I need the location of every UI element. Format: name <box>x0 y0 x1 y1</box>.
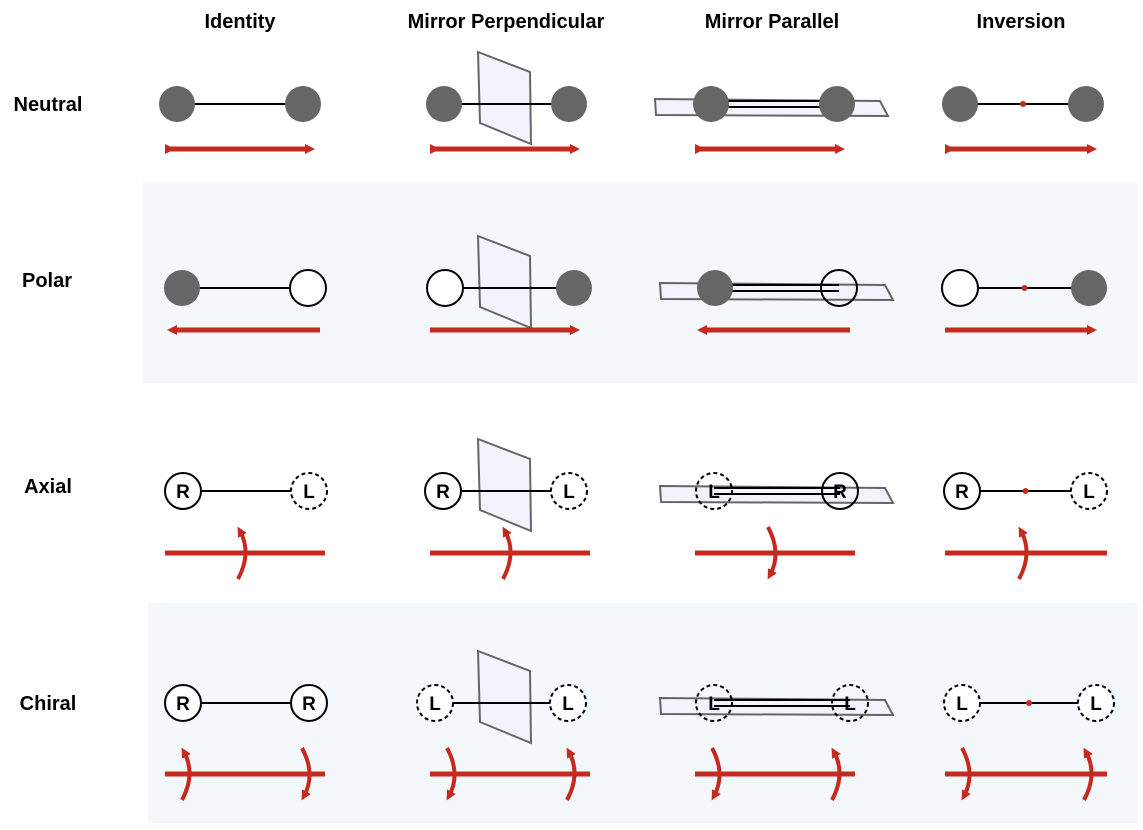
atom-label: L <box>562 694 574 715</box>
atom-label: L <box>956 694 968 715</box>
cell-polar-inversion <box>941 269 1107 335</box>
cell-neutral-inversion <box>942 86 1104 154</box>
atom-filled <box>551 86 587 122</box>
cell-polar-mirror-perpendicular <box>426 234 592 335</box>
mirror-plane-perpendicular <box>476 649 533 745</box>
atom-label: L <box>844 694 856 715</box>
atom-label: L <box>429 694 441 715</box>
atom-left-handed <box>1077 684 1115 722</box>
atom-left-handed <box>416 684 454 722</box>
atom-label: L <box>1083 482 1095 503</box>
atom-filled <box>426 86 462 122</box>
rotation-arrow-down <box>445 747 457 801</box>
atom-filled <box>556 270 592 306</box>
rotation-arrow-down <box>300 747 312 801</box>
rotation-arrow-up <box>501 526 513 580</box>
atom-left-handed <box>831 684 869 722</box>
cell-polar-mirror-parallel <box>658 269 895 335</box>
atom-label: R <box>955 482 969 503</box>
atom-label: R <box>302 694 316 715</box>
atom-left-handed <box>695 472 733 510</box>
column-header-mirror-perpendicular: Mirror Perpendicular <box>408 11 605 33</box>
atom-left-handed <box>1070 472 1108 510</box>
cell-polar-identity <box>164 269 327 335</box>
inversion-center-dot <box>1020 101 1026 107</box>
rotation-arrow-down <box>766 526 778 580</box>
cell-neutral-mirror-parallel <box>653 86 890 154</box>
atom-right-handed <box>164 684 202 722</box>
atom-label: L <box>708 482 720 503</box>
row-label-chiral: Chiral <box>20 693 77 715</box>
row-label-axial: Axial <box>24 476 72 498</box>
atom-filled <box>1068 86 1104 122</box>
rotation-arrow-up <box>830 747 842 801</box>
atom-open <box>820 269 858 307</box>
atom-open <box>289 269 327 307</box>
inversion-center-dot <box>1021 285 1028 291</box>
atom-label: L <box>563 482 575 503</box>
atom-right-handed <box>943 472 981 510</box>
atom-label: R <box>833 482 847 503</box>
atom-right-handed <box>164 472 202 510</box>
rotation-arrow-down <box>710 747 722 801</box>
atom-filled <box>819 86 855 122</box>
rotation-arrow-down <box>960 747 972 801</box>
atom-left-handed <box>290 472 328 510</box>
atom-filled <box>693 86 729 122</box>
atom-open <box>426 269 464 307</box>
atom-left-handed <box>549 684 587 722</box>
column-header-identity: Identity <box>204 11 276 33</box>
mirror-plane-perpendicular <box>476 50 533 146</box>
atom-filled <box>164 270 200 306</box>
column-header-mirror-parallel: Mirror Parallel <box>705 11 840 33</box>
atom-label: R <box>436 482 450 503</box>
inversion-center-dot <box>1026 700 1032 706</box>
atom-filled <box>159 86 195 122</box>
atom-left-handed <box>695 684 733 722</box>
atom-right-handed <box>821 472 859 510</box>
atom-filled <box>942 86 978 122</box>
atom-label: L <box>708 694 720 715</box>
cell-neutral-mirror-perpendicular <box>426 50 587 154</box>
cell-neutral-identity <box>159 86 321 154</box>
row-label-neutral: Neutral <box>14 94 83 116</box>
inversion-center-dot <box>1022 488 1029 494</box>
atom-filled <box>697 270 733 306</box>
atom-open <box>941 269 979 307</box>
atom-filled <box>1071 270 1107 306</box>
rotation-arrow-up <box>565 747 577 801</box>
rotation-arrow-up <box>236 526 248 580</box>
atom-right-handed <box>424 472 462 510</box>
column-header-inversion: Inversion <box>977 11 1066 33</box>
rotation-arrow-up <box>1082 747 1094 801</box>
atom-label: L <box>1090 694 1102 715</box>
atom-filled <box>285 86 321 122</box>
atom-label: R <box>176 694 190 715</box>
atom-left-handed <box>550 472 588 510</box>
atom-label: R <box>176 482 190 503</box>
atom-left-handed <box>943 684 981 722</box>
atom-label: L <box>303 482 315 503</box>
mirror-plane-perpendicular <box>476 437 533 533</box>
rotation-arrow-up <box>1017 526 1029 580</box>
atom-right-handed <box>290 684 328 722</box>
row-label-polar: Polar <box>22 270 72 292</box>
rotation-arrow-up <box>180 747 192 801</box>
